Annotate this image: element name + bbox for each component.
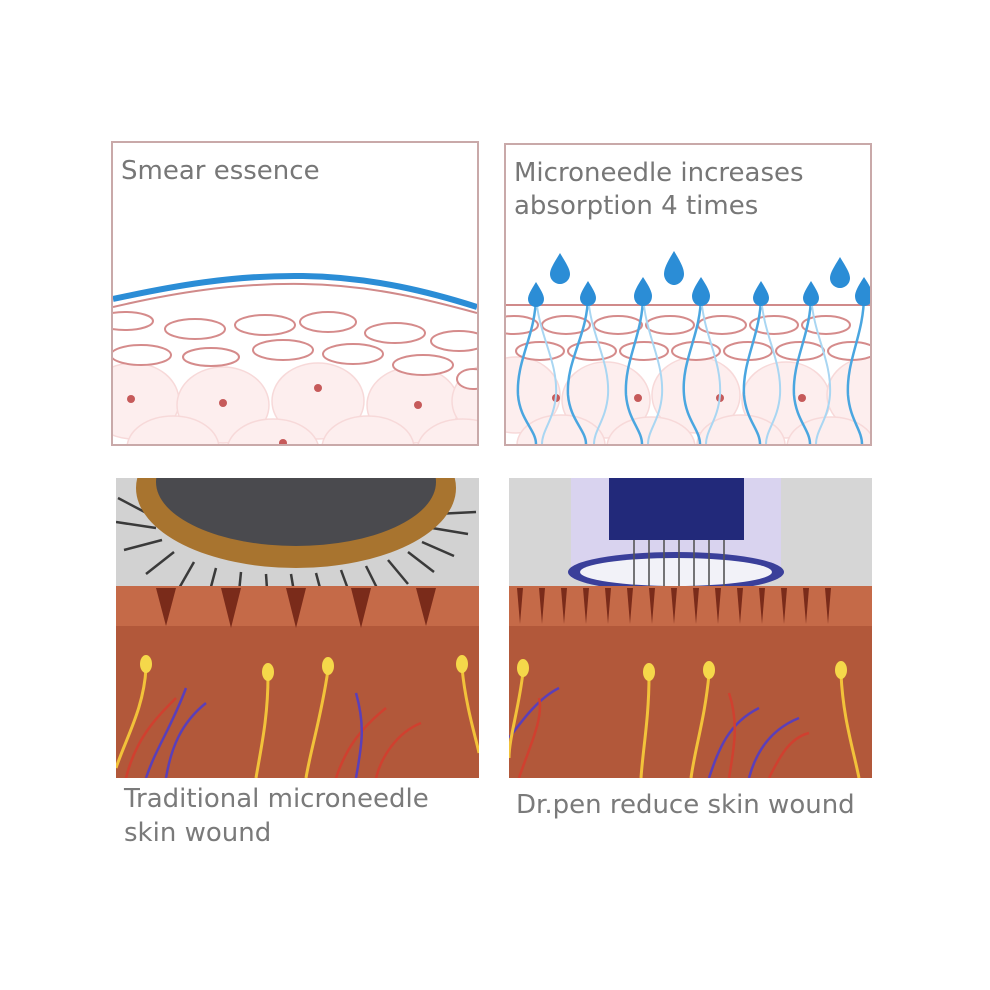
droplet bbox=[528, 282, 544, 307]
droplet bbox=[830, 257, 850, 288]
caption-drpen: Dr.pen reduce skin wound bbox=[516, 790, 855, 820]
panel-drpen bbox=[509, 478, 872, 778]
caption-traditional-microneedle: Traditional microneedle skin wound bbox=[124, 784, 429, 848]
roller-head bbox=[156, 478, 436, 546]
panel-title-smear-essence: Smear essence bbox=[121, 156, 320, 186]
droplet bbox=[580, 281, 596, 306]
skin-epidermis bbox=[509, 586, 872, 626]
pen-wounds bbox=[517, 588, 831, 624]
panel-title-microneedle-absorption: Microneedle increases absorption 4 times bbox=[514, 158, 804, 221]
cell-layer-top bbox=[113, 311, 477, 390]
blood-vessels bbox=[124, 687, 422, 778]
pen-needles bbox=[633, 540, 725, 586]
nerve-fibers bbox=[116, 667, 479, 778]
absorption-illustration bbox=[506, 251, 870, 444]
nerve-endings bbox=[517, 659, 847, 681]
droplet bbox=[664, 251, 684, 285]
absorption-channels-light bbox=[535, 294, 832, 444]
roller-skin-illustration bbox=[116, 478, 479, 778]
cell-layer-deep bbox=[506, 356, 870, 444]
droplet bbox=[753, 281, 769, 306]
droplet bbox=[855, 277, 870, 306]
droplet bbox=[803, 281, 819, 306]
pen-cartridge-body bbox=[609, 478, 744, 540]
skin-cells-illustration bbox=[113, 272, 477, 444]
essence-layer bbox=[113, 272, 477, 310]
roller-wounds bbox=[156, 588, 436, 628]
droplet bbox=[634, 277, 652, 306]
pen-skin-illustration bbox=[509, 478, 872, 778]
pen-cartridge-tip bbox=[580, 558, 772, 586]
nerve-endings bbox=[140, 655, 468, 681]
panel-microneedle-absorption: Microneedle increases absorption 4 times bbox=[504, 143, 872, 446]
droplet bbox=[550, 253, 570, 284]
essence-droplets bbox=[528, 251, 870, 307]
skin-surface-line bbox=[113, 282, 477, 314]
panel-smear-essence: Smear essence bbox=[111, 141, 479, 446]
nerve-fibers bbox=[509, 671, 861, 778]
absorption-channels bbox=[516, 294, 866, 444]
cell-nuclei bbox=[127, 384, 422, 444]
droplet bbox=[692, 277, 710, 306]
panel-traditional-roller bbox=[116, 478, 479, 778]
